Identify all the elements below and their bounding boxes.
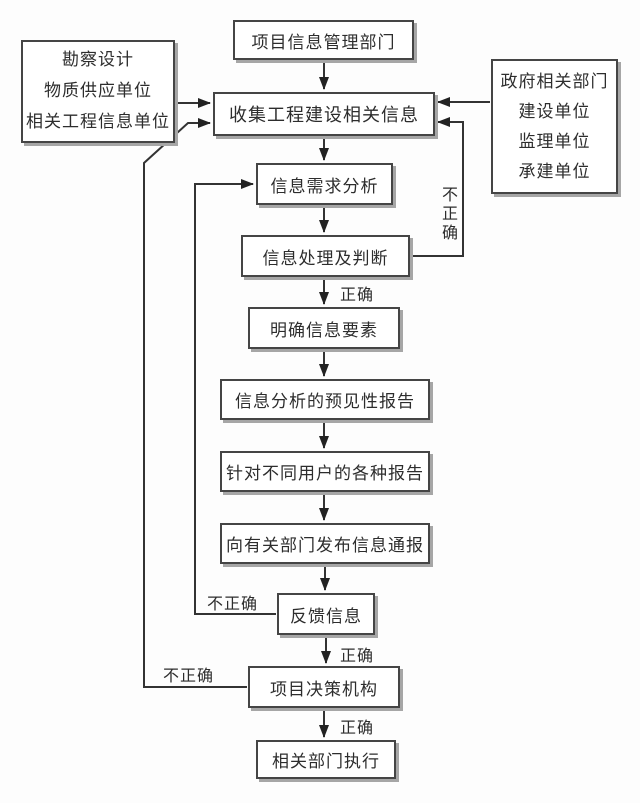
node-label: 相关工程信息单位: [26, 112, 170, 132]
node-label: 建设单位: [518, 101, 591, 122]
node-predictive-report: 信息分析的预见性报告: [220, 379, 430, 420]
node-label: 信息需求分析: [270, 176, 379, 197]
node-user-reports: 针对不同用户的各种报告: [220, 451, 430, 492]
node-demand-analysis: 信息需求分析: [256, 163, 393, 205]
node-label: 收集工程建设相关信息: [229, 105, 419, 126]
node-publish-notice: 向有关部门发布信息通报: [220, 523, 430, 564]
node-label: 政府相关部门: [500, 71, 609, 92]
node-collect-info: 收集工程建设相关信息: [213, 92, 435, 136]
node-label: 物质供应单位: [44, 81, 152, 101]
node-feedback-info: 反馈信息: [277, 593, 375, 635]
node-decision-body: 项目决策机构: [248, 666, 400, 708]
node-label: 信息处理及判断: [262, 248, 389, 269]
node-label: 明确信息要素: [270, 320, 378, 341]
node-label: 勘察设计: [62, 50, 134, 70]
edge-label-incorrect-decision: 不正确: [163, 666, 215, 685]
node-clarify-elements: 明确信息要素: [248, 307, 400, 349]
node-label: 项目信息管理部门: [251, 32, 396, 53]
node-left-sources: 勘察设计 物质供应单位 相关工程信息单位: [21, 40, 175, 143]
node-label: 反馈信息: [290, 606, 362, 627]
arrow-decision-incorrect-to-collect: [143, 118, 247, 688]
node-processing-judgment: 信息处理及判断: [241, 235, 410, 277]
node-label: 信息分析的预见性报告: [235, 392, 415, 412]
edge-label-correct-feedback: 正确: [340, 646, 375, 665]
node-label: 项目决策机构: [270, 679, 378, 700]
node-label: 针对不同用户的各种报告: [226, 464, 424, 484]
node-project-info-dept: 项目信息管理部门: [233, 20, 414, 60]
node-label: 监理单位: [518, 131, 591, 152]
edge-label-correct-decision: 正确: [340, 718, 375, 737]
node-label: 承建单位: [518, 161, 591, 182]
node-right-sources: 政府相关部门 建设单位 监理单位 承建单位: [491, 59, 618, 194]
edge-label-correct-process: 正确: [340, 285, 375, 304]
node-execution: 相关部门执行: [256, 740, 396, 779]
node-label: 向有关部门发布信息通报: [226, 536, 424, 556]
arrow-feedback-incorrect-to-demand: [194, 179, 276, 615]
node-label: 相关部门执行: [272, 752, 380, 772]
edge-label-incorrect-process: 不正确: [439, 186, 458, 243]
arrow-process-incorrect-to-collect: [411, 117, 464, 257]
edge-label-incorrect-feedback: 不正确: [207, 594, 259, 613]
